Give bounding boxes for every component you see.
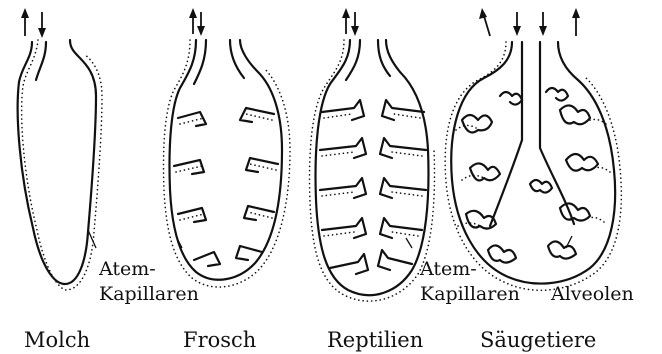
molch-label-kapillaren: Kapillaren: [99, 283, 199, 305]
frosch-bronchi: [194, 40, 244, 84]
molch-arrows: [21, 8, 46, 38]
name-frosch: Frosch: [183, 328, 256, 352]
molch-capillary-dots: [22, 40, 102, 290]
reptilien-label-pointer: [406, 238, 412, 248]
alveoli-label: Alveolen: [550, 283, 634, 305]
molch-outline: [18, 40, 96, 284]
molch-label-atem: Atem-: [98, 258, 156, 280]
saeugetiere-outline: [451, 42, 615, 284]
reptilien-bronchi: [346, 40, 390, 80]
reptilien-outline: [316, 40, 429, 295]
molch-lung: [18, 8, 102, 290]
reptilien-septa: [320, 100, 426, 274]
frosch-outline: [169, 40, 282, 280]
reptilien-lung: [310, 8, 435, 301]
molch-inner-bronchus: [36, 42, 46, 80]
frosch-septa: [174, 108, 278, 266]
saeugetiere-lung: [445, 8, 621, 290]
frosch-arrows: [189, 8, 205, 36]
frosch-lung: [163, 8, 290, 287]
name-molch: Molch: [24, 328, 90, 352]
reptilien-label-atem: Atem-: [419, 258, 477, 280]
reptilien-label-kapillaren: Kapillaren: [420, 283, 520, 305]
name-reptilien: Reptilien: [327, 328, 423, 352]
saeugetiere-arrows: [479, 8, 580, 36]
name-saeugetiere: Säugetiere: [480, 328, 596, 352]
saeugetiere-alveoli: [456, 88, 610, 263]
reptilien-arrows: [342, 8, 359, 36]
saeugetiere-bronchi: [490, 42, 574, 226]
